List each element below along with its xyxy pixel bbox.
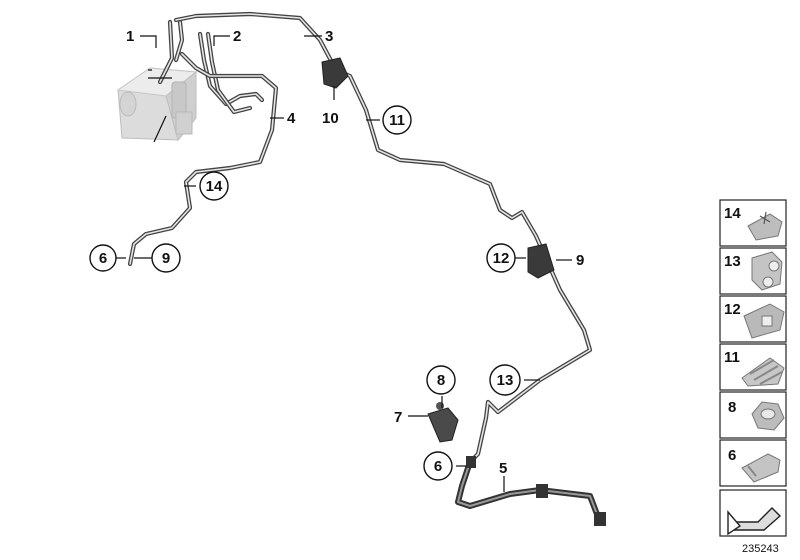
svg-text:11: 11: [389, 112, 405, 129]
svg-text:12: 12: [493, 250, 510, 267]
callout-6-left-circle: 6: [89, 244, 117, 272]
legend-item-14: 14: [719, 199, 787, 247]
arrow-icon: [719, 489, 787, 537]
svg-text:11: 11: [724, 349, 740, 366]
callout-9-left-circle: 9: [151, 243, 181, 273]
parts-legend: 14 13 12 11 8: [719, 199, 787, 537]
callout-8-circle: 8: [426, 365, 456, 395]
callout-3: 3: [325, 28, 333, 45]
svg-text:14: 14: [206, 178, 223, 195]
callout-10: 10: [322, 110, 339, 127]
callout-12-circle: 12: [486, 243, 516, 273]
svg-text:13: 13: [724, 253, 741, 270]
callout-13-circle: 13: [489, 364, 521, 396]
callout-5: 5: [499, 460, 507, 477]
pipe-clip-9-right: [527, 243, 555, 279]
legend-item-12: 12: [719, 295, 787, 343]
legend-item-13: 13: [719, 247, 787, 295]
reference-number: 235243: [742, 543, 779, 555]
pipe-clip-10: [321, 57, 349, 89]
brake-pipe-3: [173, 11, 593, 465]
callout-9-right: 9: [576, 252, 584, 269]
legend-item-6: 6: [719, 439, 787, 487]
legend-item-8: 8: [719, 391, 787, 439]
svg-text:6: 6: [99, 250, 107, 267]
svg-text:8: 8: [728, 399, 736, 416]
svg-text:14: 14: [724, 205, 741, 222]
sensor-bracket-7: [427, 402, 459, 443]
callout-14-circle: 14: [199, 171, 229, 201]
brake-pipe-4: [127, 51, 279, 267]
callout-11-circle: 11: [382, 105, 412, 135]
brake-hose-5: [455, 456, 606, 526]
leader-lines: [116, 35, 572, 492]
callout-6-low-circle: 6: [423, 451, 453, 481]
callout-2: 2: [233, 28, 241, 45]
svg-text:9: 9: [162, 250, 170, 267]
svg-text:13: 13: [497, 372, 514, 389]
abs-hydraulic-unit: [116, 67, 198, 142]
svg-text:6: 6: [434, 458, 442, 475]
legend-item-11: 11: [719, 343, 787, 391]
abs-outlet-pipes: [157, 19, 265, 115]
callout-1: 1: [126, 28, 134, 45]
svg-text:12: 12: [724, 301, 741, 318]
callout-7: 7: [394, 409, 402, 426]
callout-4: 4: [287, 110, 296, 127]
svg-text:6: 6: [728, 447, 736, 464]
svg-text:8: 8: [437, 372, 445, 389]
